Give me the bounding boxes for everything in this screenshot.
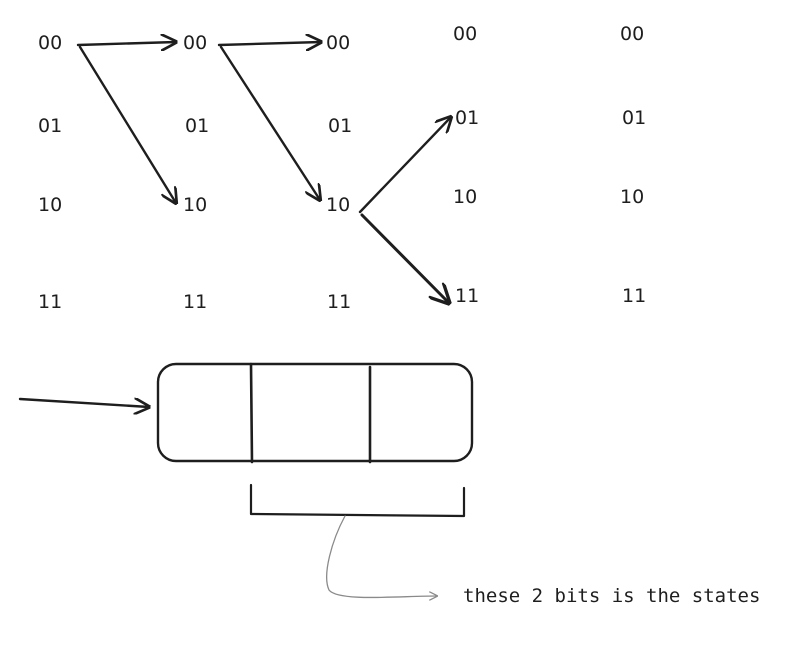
register-divider-left [249, 362, 254, 464]
state-label-col5-10: 10 [620, 186, 644, 208]
state-label-col2-00: 00 [183, 32, 207, 54]
state-label-col1-01: 01 [38, 115, 62, 137]
trellis-column-2: 00 01 10 11 [183, 32, 209, 313]
state-label-col3-00: 00 [326, 32, 350, 54]
state-bits-bracket [249, 483, 466, 518]
state-label-col3-10: 10 [326, 194, 350, 216]
state-label-col2-10: 10 [183, 194, 207, 216]
state-label-col4-11: 11 [455, 285, 479, 307]
transition-arrow-col1-00-to-col2-10 [78, 45, 176, 203]
state-label-col2-01: 01 [185, 115, 209, 137]
state-bits-annotation: these 2 bits is the states [249, 483, 760, 607]
transition-arrows [76, 42, 451, 303]
register-box [156, 362, 474, 463]
transition-arrow-col3-10-to-col4-01 [358, 117, 451, 214]
state-label-col1-00: 00 [38, 32, 62, 54]
state-label-col4-10: 10 [453, 186, 477, 208]
trellis-column-1: 00 01 10 11 [38, 32, 62, 313]
state-label-col5-11: 11 [622, 285, 646, 307]
state-label-col4-01: 01 [455, 107, 479, 129]
annotation-pointer-arrow-icon [326, 515, 437, 598]
state-label-col2-11: 11 [183, 291, 207, 313]
trellis-column-5: 00 01 10 11 [620, 23, 646, 307]
state-bits-note: these 2 bits is the states [463, 585, 760, 607]
state-label-col5-01: 01 [622, 107, 646, 129]
state-label-col1-11: 11 [38, 291, 62, 313]
transition-arrow-col2-00-to-col3-10 [219, 45, 320, 200]
transition-arrow-col1-00-to-col2-00 [76, 42, 176, 45]
trellis-column-4: 00 01 10 11 [453, 23, 479, 307]
state-label-col4-00: 00 [453, 23, 477, 45]
state-label-col1-10: 10 [38, 194, 62, 216]
state-label-col3-11: 11 [327, 291, 351, 313]
state-label-col5-00: 00 [620, 23, 644, 45]
state-label-col3-01: 01 [328, 115, 352, 137]
input-arrow-icon [18, 399, 149, 407]
transition-arrow-col3-10-to-col4-11 [360, 213, 449, 303]
transition-arrow-col2-00-to-col3-00 [217, 42, 321, 45]
shift-register [18, 362, 474, 464]
trellis-column-3: 00 01 10 11 [326, 32, 352, 313]
